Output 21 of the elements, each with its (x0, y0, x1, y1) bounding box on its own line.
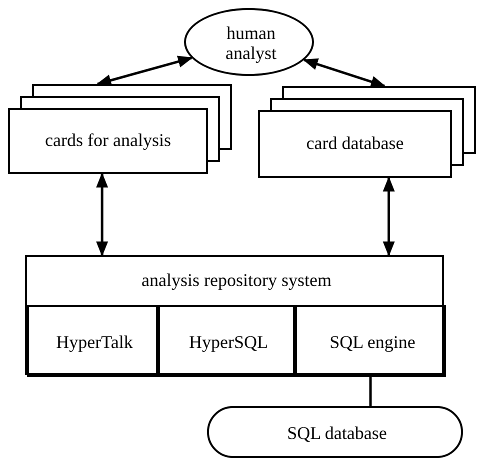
system-box (25, 255, 444, 375)
node-label: SQL engine (328, 331, 416, 354)
card-stack (8, 84, 232, 174)
component-cell (27, 305, 158, 377)
double-arrow (382, 176, 395, 256)
component-cell (295, 305, 446, 377)
node-label: human analyst (224, 22, 278, 65)
node-label: HyperTalk (55, 331, 134, 354)
node-label: SQL database (286, 422, 388, 446)
ellipse-node (184, 8, 314, 76)
double-arrow (96, 56, 194, 86)
node-label: card database (305, 132, 405, 156)
node-label: cards for analysis (44, 129, 172, 152)
terminal-shape (207, 406, 463, 458)
double-arrow (96, 172, 108, 256)
section-heading: analysis repository system (140, 269, 332, 292)
double-arrow (302, 58, 386, 88)
connector-line (369, 377, 372, 406)
node-label: HyperSQL (188, 331, 269, 354)
card-stack (258, 86, 476, 178)
component-cell (158, 305, 295, 377)
